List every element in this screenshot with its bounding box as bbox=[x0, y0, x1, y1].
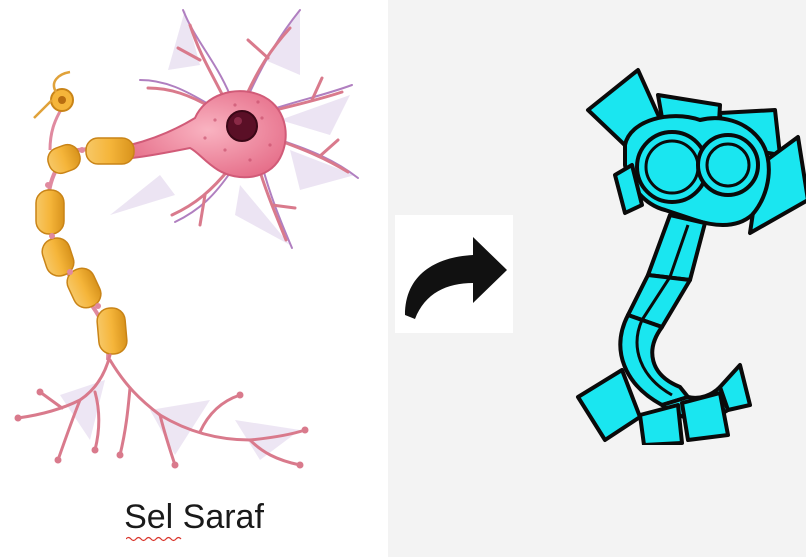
neuron-illustration bbox=[0, 0, 388, 500]
schwann-bulb-center bbox=[58, 96, 66, 104]
terminal-block-far-right bbox=[720, 365, 750, 410]
curved-arrow-right-icon bbox=[395, 215, 513, 333]
caption-sel-saraf: Sel Saraf bbox=[0, 498, 388, 537]
caption-text: Sel Saraf bbox=[124, 498, 264, 536]
terminal-block-right bbox=[682, 393, 728, 440]
myelin-sheath bbox=[36, 138, 134, 355]
axon-block-upper bbox=[648, 215, 705, 280]
spellcheck-underline bbox=[126, 536, 184, 542]
collateral-branch bbox=[50, 108, 62, 150]
caption-label: Sel Saraf bbox=[124, 498, 264, 536]
terminal-block-mid bbox=[640, 405, 682, 445]
stylized-neuron-block-icon bbox=[570, 65, 806, 445]
nucleus bbox=[227, 111, 257, 141]
arrow-panel bbox=[395, 215, 513, 333]
soma-cell-body bbox=[130, 91, 286, 177]
nucleolus bbox=[234, 117, 242, 125]
